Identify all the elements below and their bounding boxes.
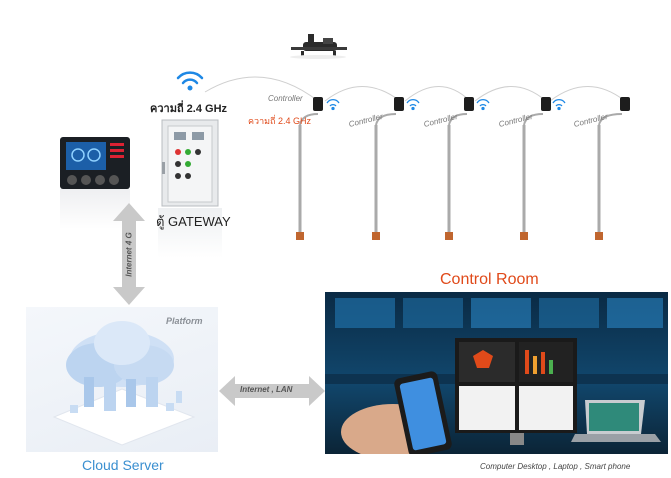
wifi-icon: [552, 99, 566, 111]
wifi-icon: [326, 99, 340, 111]
gateway-frequency: ความถี่ 2.4 GHz: [150, 103, 228, 115]
street-light: [595, 97, 630, 240]
devices-caption: Computer Desktop , Laptop , Smart phone: [480, 462, 631, 471]
controller-label: Controller: [268, 94, 303, 103]
wifi-icon: [406, 99, 420, 111]
control-room-title: Control Room: [440, 271, 539, 288]
cabinet-reflection: [158, 208, 222, 258]
street-light: [372, 97, 404, 240]
internet-4g-arrow: [113, 203, 145, 305]
drone: [283, 30, 353, 62]
platform-label: Platform: [166, 316, 203, 326]
control-room-image: [325, 292, 668, 454]
internet-4g-label: Internet 4 G: [124, 232, 134, 277]
gateway-cabinet: [158, 118, 220, 208]
cloud-server-label: Cloud Server: [82, 457, 164, 473]
controller-frequency: ความถี่ 2.4 GHz: [248, 116, 312, 126]
wifi-icon: [176, 71, 204, 91]
gateway-label: ตู้ GATEWAY: [156, 214, 231, 229]
internet-lan-arrow: [219, 376, 325, 406]
internet-lan-label: Internet , LAN: [240, 385, 293, 394]
street-light: [296, 97, 323, 240]
wifi-icon: [476, 99, 490, 111]
control-panel-device: [60, 137, 130, 189]
street-light: [520, 97, 551, 240]
cloud-server-panel: [26, 307, 218, 452]
street-light: [445, 97, 474, 240]
device-reflection: [60, 189, 130, 229]
